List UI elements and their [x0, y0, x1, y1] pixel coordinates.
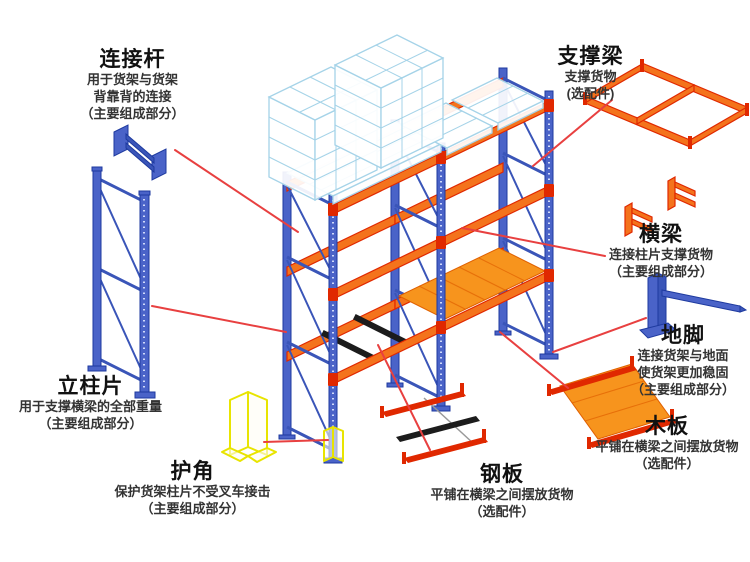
label-cross-beam-desc: （主要组成部分） [608, 264, 713, 280]
label-cross-beam: 横梁 连接柱片支撑货物 （主要组成部分） [575, 222, 747, 281]
label-support-beam: 支撑梁 支撑货物 (选配件) [518, 44, 663, 103]
steel-plate-graphic [380, 383, 488, 464]
label-upright-frame-desc: （主要组成部分） [38, 416, 143, 432]
label-wood-board: 木板 平铺在横梁之间摆放货物 （选配件） [588, 414, 746, 473]
cargo-box-stack [333, 34, 445, 170]
label-foot-desc: 使货架更加稳固 [637, 365, 729, 381]
label-connector-rod: 连接杆 用于货架与货架 背靠背的连接 （主要组成部分） [30, 47, 235, 123]
label-support-beam-desc: (选配件) [566, 86, 615, 102]
annotation-line-connector [174, 149, 299, 233]
annotation-lines [151, 99, 647, 451]
annotation-line-wood-board [499, 331, 569, 389]
pallet-rack-illustration [267, 34, 559, 464]
annotation-line-foot [552, 317, 647, 353]
label-connector-rod-desc: （主要组成部分） [80, 105, 185, 121]
connector-rod-graphic [113, 124, 167, 181]
label-upright-frame: 立柱片 用于支撑横梁的全部重量 （主要组成部分） [8, 374, 173, 433]
annotation-line-steel-plate [377, 344, 431, 451]
label-foot-title: 地脚 [661, 324, 705, 347]
label-steel-plate-desc: （选配件） [469, 504, 535, 520]
annotation-line-corner-guard [263, 439, 329, 443]
annotation-line-support-beam [532, 99, 613, 167]
label-support-beam-title: 支撑梁 [557, 45, 624, 68]
wood-board-graphic [547, 356, 677, 449]
label-connector-rod-title: 连接杆 [99, 48, 166, 71]
label-cross-beam-title: 横梁 [639, 223, 683, 246]
label-foot-desc: （主要组成部分） [630, 381, 735, 397]
label-upright-frame-desc: 用于支撑横梁的全部重量 [18, 399, 162, 415]
cross-beam-graphic [624, 175, 696, 238]
label-corner-guard-desc: 保护货架柱片不受叉车接击 [114, 484, 271, 500]
label-wood-board-desc: （选配件） [634, 456, 700, 472]
label-corner-guard-title: 护角 [170, 460, 215, 483]
rack-frame-braces [286, 76, 550, 452]
label-corner-guard-desc: （主要组成部分） [140, 501, 245, 517]
label-steel-plate-desc: 平铺在横梁之间摆放货物 [430, 487, 574, 503]
label-foot-desc: 连接货架与地面 [637, 348, 729, 364]
label-connector-rod-desc: 背靠背的连接 [93, 89, 172, 105]
corner-guard-graphic [221, 391, 277, 463]
upright-frame-graphic [87, 166, 156, 399]
label-foot: 地脚 连接货架与地面 使货架更加稳固 （主要组成部分） [618, 323, 748, 399]
label-steel-plate: 钢板 平铺在横梁之间摆放货物 （选配件） [418, 462, 586, 521]
label-upright-frame-title: 立柱片 [57, 375, 124, 398]
label-corner-guard: 护角 保护货架柱片不受叉车接击 （主要组成部分） [95, 459, 290, 518]
annotation-line-upright [151, 305, 287, 333]
label-cross-beam-desc: 连接柱片支撑货物 [608, 247, 713, 263]
label-wood-board-desc: 平铺在横梁之间摆放货物 [595, 439, 739, 455]
rack-foot-plates [278, 330, 559, 464]
annotation-line-cross-beam [461, 227, 606, 257]
support-beam-graphic [583, 59, 749, 149]
label-support-beam-desc: 支撑货物 [564, 69, 617, 85]
label-steel-plate-title: 钢板 [480, 463, 524, 486]
label-wood-board-title: 木板 [645, 415, 689, 438]
foot-graphic [639, 272, 748, 339]
label-connector-rod-desc: 用于货架与货架 [86, 72, 178, 88]
rack-connector-plates [328, 99, 554, 386]
rack-corner-guard-mounted [323, 426, 344, 462]
rack-back-post [282, 171, 292, 438]
